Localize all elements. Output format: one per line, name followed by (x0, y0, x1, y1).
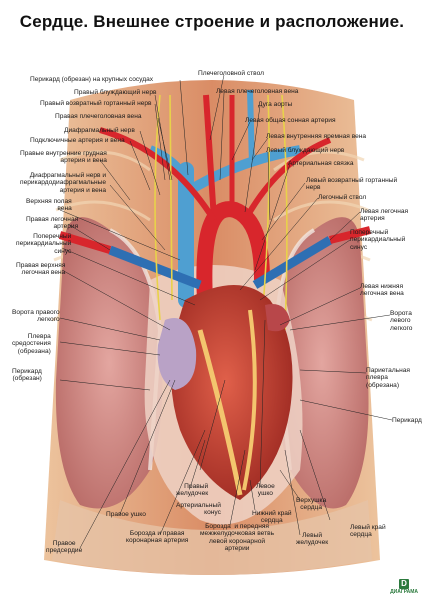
label-right-superior-pulmonary-vein: Правая верхняя легочная вена (16, 262, 66, 277)
poster-title: Сердце. Внешнее строение и расположение. (19, 12, 405, 31)
label-right-atrium: Правое предсердие (46, 540, 83, 555)
label-apex: Верхушка сердца (296, 497, 327, 512)
right-lung (55, 217, 163, 509)
coronary-sulcus (197, 329, 243, 496)
label-left-brachiocephalic-vein: Левая плечеголовная вена (216, 88, 299, 95)
label-aortic-arch: Дуга аорты (258, 101, 293, 108)
pulmonary-artery-right (108, 245, 202, 290)
label-right-brachiocephalic-vein: Правая плечеголовная вена (55, 113, 142, 120)
jugular-vein (247, 89, 255, 166)
label-inferior-border: Нижний край сердца (252, 510, 292, 525)
label-right-auricle: Правое ушко (106, 511, 146, 518)
label-right-pulmonary-artery: Правая легочная артерия (26, 216, 79, 231)
label-parietal-pleura: Париетальная плевра (обрезана) (366, 367, 410, 389)
label-mediastinal-pleura: Плевра средостения (обрезана) (12, 333, 51, 355)
label-phrenic-nerve: Диафрагмальный нерв (64, 127, 135, 134)
right-brachiocephalic-vein (148, 145, 191, 183)
label-pericardium-cut: Перикард (обрезан) (12, 368, 42, 383)
label-superior-vena-cava: Верхняя полая вена (26, 198, 72, 213)
diaphragm (52, 500, 372, 575)
label-right-coronary-sulcus: Борозда и правая коронарная артерия (126, 530, 189, 545)
label-left-recurrent-laryngeal: Левый возвратный гортанный нерв (306, 177, 398, 192)
aortic-arch (196, 201, 270, 301)
label-left-pulmonary-artery: Левая легочная артерия (360, 208, 409, 223)
publisher-logo: D ДИАГРАМА (390, 579, 418, 595)
label-pericardium-right: Перикард (392, 417, 422, 424)
label-right-ventricle: Правый желудочек (176, 483, 209, 498)
label-transverse-sinus-left: Поперечный перикардиальный синус (16, 233, 72, 255)
label-pulmonary-trunk: Легочный ствол (318, 194, 367, 201)
logo-mark: D (399, 579, 410, 589)
subclavian-artery (99, 127, 217, 222)
label-phrenic-pericardiophrenic: Диафрагмальный нерв и перикардодиафрагма… (20, 172, 107, 194)
brachiocephalic-trunk (203, 94, 217, 221)
label-transverse-sinus-right: Поперечный перикардиальный синус (350, 229, 406, 251)
label-right-recurrent-laryngeal-nerve: Правый возвратный гортанный нерв (40, 100, 152, 107)
label-left-ventricle: Левый желудочек (296, 532, 329, 547)
interventricular-branch (242, 309, 257, 491)
label-left-border: Левый край сердца (350, 524, 386, 539)
label-right-vagus-nerve: Правый блуждающий нерв (74, 89, 157, 96)
left-auricle (265, 304, 290, 332)
label-left-vagus-nerve: Левый блуждающий нерв (266, 147, 345, 154)
label-left-common-carotid: Левая общая сонная артерия (245, 117, 336, 124)
left-subclavian-artery (245, 137, 332, 217)
label-conus-arteriosus: Артериальный конус (176, 502, 221, 517)
label-anterior-interventricular: Борозда и передняя межжелудочковая ветвь… (200, 523, 275, 553)
label-left-auricle: Левое ушко (256, 483, 275, 498)
pulmonary-artery-left (252, 236, 333, 289)
label-internal-thoracic: Правые внутренние грудная артерия и вена (20, 150, 107, 165)
left-brachiocephalic-vein (187, 145, 301, 195)
label-left-internal-jugular: Левая внутренняя яремная вена (266, 133, 367, 140)
label-right-lung-hilum: Ворота правого легкого (12, 309, 60, 324)
right-atrium (157, 318, 197, 390)
label-left-lung-hilum: Ворота левого легкого (390, 310, 413, 332)
label-ligamentum-arteriosum: Артериальная связка (288, 160, 354, 167)
label-left-inferior-pulmonary-vein: Левая нижняя легочная вена (360, 283, 404, 298)
label-pericardium-vessels: Перикард (обрезан) на крупных сосудах (30, 76, 154, 83)
logo-text: ДИАГРАМА (390, 589, 418, 595)
label-subclavian-artery-vein: Подключичные артерия и вена (30, 137, 125, 144)
label-brachiocephalic-trunk: Плечеголовной ствол (198, 70, 264, 77)
